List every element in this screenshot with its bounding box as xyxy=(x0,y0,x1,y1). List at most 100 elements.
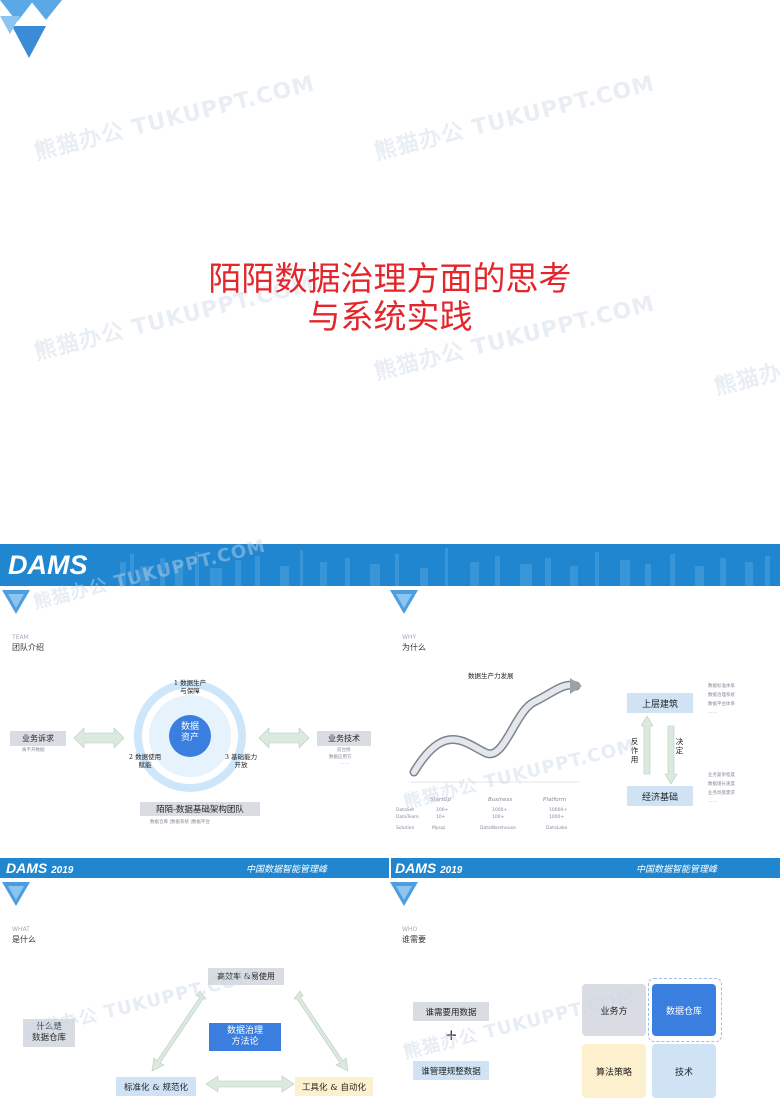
dams-year: 2019 xyxy=(51,865,74,876)
data-user-box: 谁需要用数据 xyxy=(413,1002,489,1021)
slide-title: 团队介绍 xyxy=(12,643,44,652)
banner-slogan: 中国数据智能管理峰 xyxy=(636,865,718,875)
ring-item-production: 1 数据生产 与保障 xyxy=(165,679,215,695)
stage-label: Platform xyxy=(543,797,567,803)
team-ring-diagram xyxy=(134,680,246,792)
row-label: DataTeam xyxy=(396,815,419,820)
bullet: 数据治理系统 xyxy=(708,693,735,698)
data-manager-box: 谁管理规整数据 xyxy=(413,1061,489,1080)
growth-ribbon-graphic xyxy=(409,678,582,784)
double-arrow-right xyxy=(259,728,309,748)
dams-logo: DAMS xyxy=(8,550,88,580)
bullet: 业务复杂程度 xyxy=(708,773,735,778)
corner-triangle-logo xyxy=(390,590,418,614)
bullet: 数据平台体系 xyxy=(708,702,735,707)
team-sub: 数据仓库 |数据系统 |数据平台 xyxy=(150,820,210,825)
row-label: DataSet xyxy=(396,808,415,813)
double-arrow-left xyxy=(74,728,124,748)
business-tech-box: 业务技术 xyxy=(317,731,371,746)
bullet: 业务场景需求 xyxy=(708,791,735,796)
grid-business: 业务方 xyxy=(582,984,646,1036)
center-text: 方法论 xyxy=(231,1037,259,1047)
slide-eyebrow: WHAT xyxy=(12,926,30,933)
row-value: 10+ xyxy=(436,815,446,820)
corner-triangle-logo xyxy=(390,882,418,906)
cover-title-line1: 陌陌数据治理方面的思考 xyxy=(208,259,572,298)
bullet: …… xyxy=(708,799,717,804)
business-tech-sub: 数据应用方 xyxy=(329,755,352,760)
row-value: 10000+ xyxy=(549,808,568,813)
dams-banner: DAMS xyxy=(0,544,780,586)
city-skyline-graphic xyxy=(120,548,770,586)
dams-2019-banner: DAMS 2019 中国数据智能管理峰 xyxy=(391,858,780,878)
row-value: DataWarehouse xyxy=(480,826,516,831)
dams-logo: DAMS 2019 xyxy=(6,860,73,876)
box-text: 什么是 xyxy=(36,1022,62,1032)
business-demand-box: 业务诉求 xyxy=(10,731,66,746)
slide-eyebrow: WHY xyxy=(402,634,417,641)
dams-logo-text: DAMS xyxy=(395,860,437,876)
ring-item-usage: 2 数据使用 赋能 xyxy=(120,753,170,769)
team-name-box: 陌陌-数据基础架构团队 xyxy=(140,802,260,816)
dams-year: 2019 xyxy=(440,865,463,876)
warehouse-highlight-frame xyxy=(648,978,722,1042)
banner-slogan: 中国数据智能管理峰 xyxy=(246,865,328,875)
ring-item-text: 与保障 xyxy=(180,687,200,695)
automation-box: 工具化 & 自动化 xyxy=(295,1077,373,1096)
business-demand-sub: 离不开数据 xyxy=(22,748,45,753)
efficiency-box: 高效率 &易使用 xyxy=(208,968,284,985)
grid-algorithm: 算法策略 xyxy=(582,1044,646,1098)
bullet: …… xyxy=(708,710,717,715)
slide-eyebrow: WHO xyxy=(402,926,418,933)
bullet: 数据标准体系 xyxy=(708,684,735,689)
slide-title: 为什么 xyxy=(402,643,426,652)
economic-base-box: 经济基础 xyxy=(627,786,693,806)
slide-title: 谁需要 xyxy=(402,935,426,944)
data-asset-center: 数据 资产 xyxy=(170,722,210,744)
slide-title: 是什么 xyxy=(12,935,36,944)
grid-data-warehouse: 数据仓库 xyxy=(652,984,716,1036)
ring-item-text: 2 数据使用 xyxy=(128,753,162,761)
what-is-warehouse-box: 什么是 数据仓库 xyxy=(23,1019,75,1047)
watermark: 熊猫办公 TUKUPPT.COM xyxy=(371,71,658,166)
ring-item-capability: 3 基础能力 开放 xyxy=(216,753,266,769)
dams-logo-text: DAMS xyxy=(6,860,48,876)
box-text: 数据仓库 xyxy=(31,1033,66,1043)
ring-item-text: 1 数据生产 xyxy=(173,679,207,687)
row-value: 1000+ xyxy=(492,808,508,813)
row-value: 100+ xyxy=(436,808,449,813)
dams-logo: DAMS 2019 xyxy=(395,860,462,876)
center-line1: 数据 xyxy=(180,722,199,732)
center-text: 数据治理 xyxy=(226,1026,263,1036)
up-down-arrows xyxy=(641,716,678,784)
business-tech-sub: …… xyxy=(340,761,349,766)
center-line2: 资产 xyxy=(180,733,199,743)
row-value: 100+ xyxy=(492,815,505,820)
dams-2019-banner: DAMS 2019 中国数据智能管理峰 xyxy=(0,858,389,878)
corner-triangle-logo xyxy=(2,882,30,906)
bullet: 数据增长速度 xyxy=(708,782,735,787)
plus-sign: + xyxy=(445,1026,458,1044)
triangle-cycle-arrows xyxy=(151,990,349,1093)
grid-technology: 技术 xyxy=(652,1044,716,1098)
row-value: Mysql xyxy=(432,826,445,831)
business-tech-sub: 前台侧 xyxy=(337,748,351,753)
reaction-label: 反作用 xyxy=(630,737,639,764)
ring-item-text: 赋能 xyxy=(138,761,152,769)
chart-title: 数据生产力发展 xyxy=(468,672,514,680)
ring-item-text: 3 基础能力 xyxy=(224,753,258,761)
standardization-box: 标准化 & 规范化 xyxy=(116,1077,196,1096)
stage-label: Business xyxy=(488,797,513,803)
slide-eyebrow: TEAM xyxy=(12,634,29,641)
corner-triangle-logo xyxy=(2,590,30,614)
decide-label: 决定 xyxy=(675,737,684,755)
stage-label: StartUp xyxy=(430,797,451,803)
row-value: 1000+ xyxy=(549,815,565,820)
governance-method-box: 数据治理 方法论 xyxy=(209,1023,281,1051)
cover-title-line2: 与系统实践 xyxy=(307,297,473,336)
ring-item-text: 开放 xyxy=(234,761,248,769)
row-label: Solution xyxy=(396,826,415,831)
superstructure-box: 上层建筑 xyxy=(627,693,693,713)
row-value: DataLake xyxy=(546,826,568,831)
corner-triangle-logo xyxy=(0,0,62,58)
